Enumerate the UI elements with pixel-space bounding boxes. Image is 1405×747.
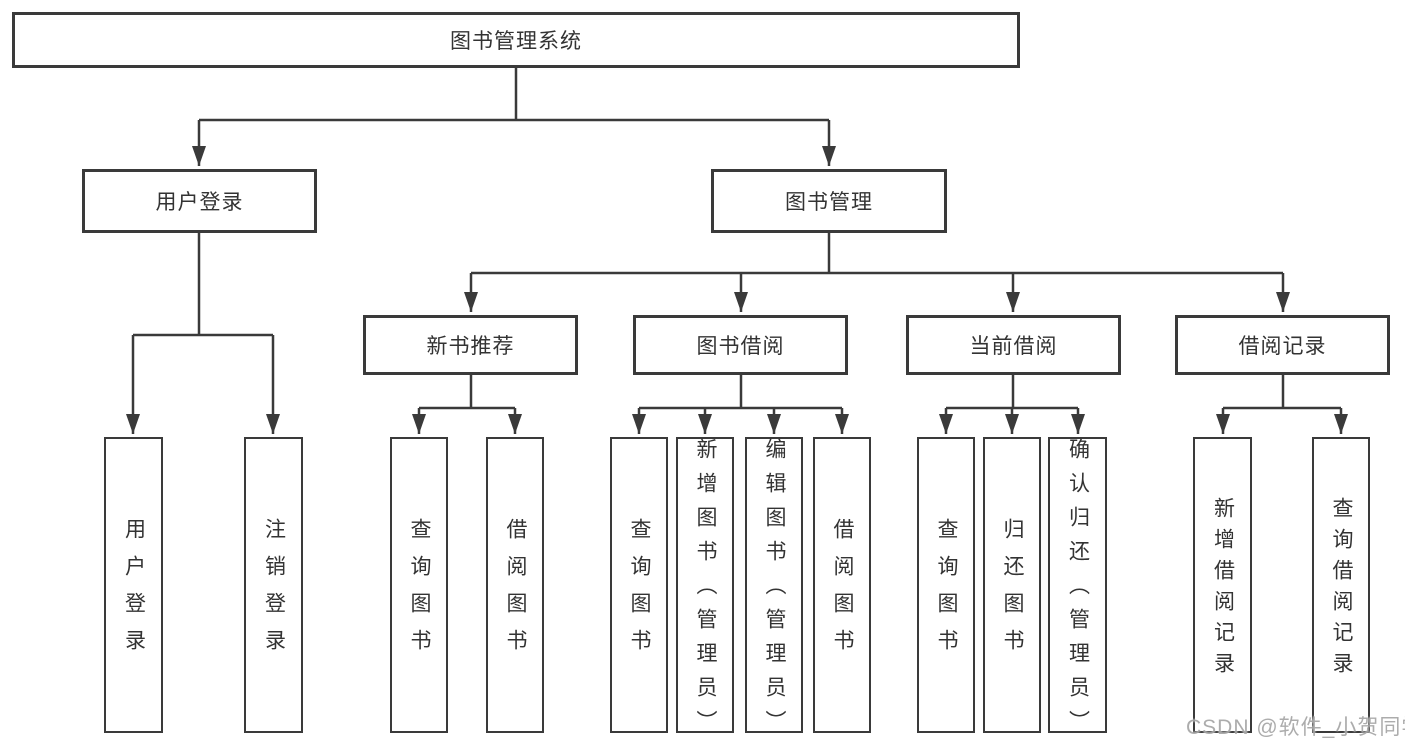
node-book-management-module: 图书管理 xyxy=(711,169,947,233)
leaf-query-books-current: 查询图书 xyxy=(917,437,975,733)
node-root-system: 图书管理系统 xyxy=(12,12,1020,68)
leaf-query-books-borrow: 查询图书 xyxy=(610,437,668,733)
leaf-logout: 注销登录 xyxy=(244,437,303,733)
leaf-user-login: 用户登录 xyxy=(104,437,163,733)
node-current-borrow: 当前借阅 xyxy=(906,315,1121,375)
csdn-watermark: CSDN @软件_小贺同学 xyxy=(1186,716,1405,739)
leaf-query-borrow-record: 查询借阅记录 xyxy=(1312,437,1370,733)
leaf-edit-books-admin: 编辑图书（管理员） xyxy=(745,437,803,744)
leaf-return-books: 归还图书 xyxy=(983,437,1041,733)
leaf-confirm-return-admin: 确认归还（管理员） xyxy=(1048,437,1107,744)
leaf-add-borrow-record: 新增借阅记录 xyxy=(1193,437,1252,733)
leaf-borrow-books-recommend: 借阅图书 xyxy=(486,437,544,733)
leaf-borrow-books: 借阅图书 xyxy=(813,437,871,733)
leaf-query-books-recommend: 查询图书 xyxy=(390,437,448,733)
node-user-login-module: 用户登录 xyxy=(82,169,317,233)
leaf-add-books-admin: 新增图书（管理员） xyxy=(676,437,734,744)
node-borrow-records: 借阅记录 xyxy=(1175,315,1390,375)
node-book-borrow: 图书借阅 xyxy=(633,315,848,375)
node-new-book-recommend: 新书推荐 xyxy=(363,315,578,375)
